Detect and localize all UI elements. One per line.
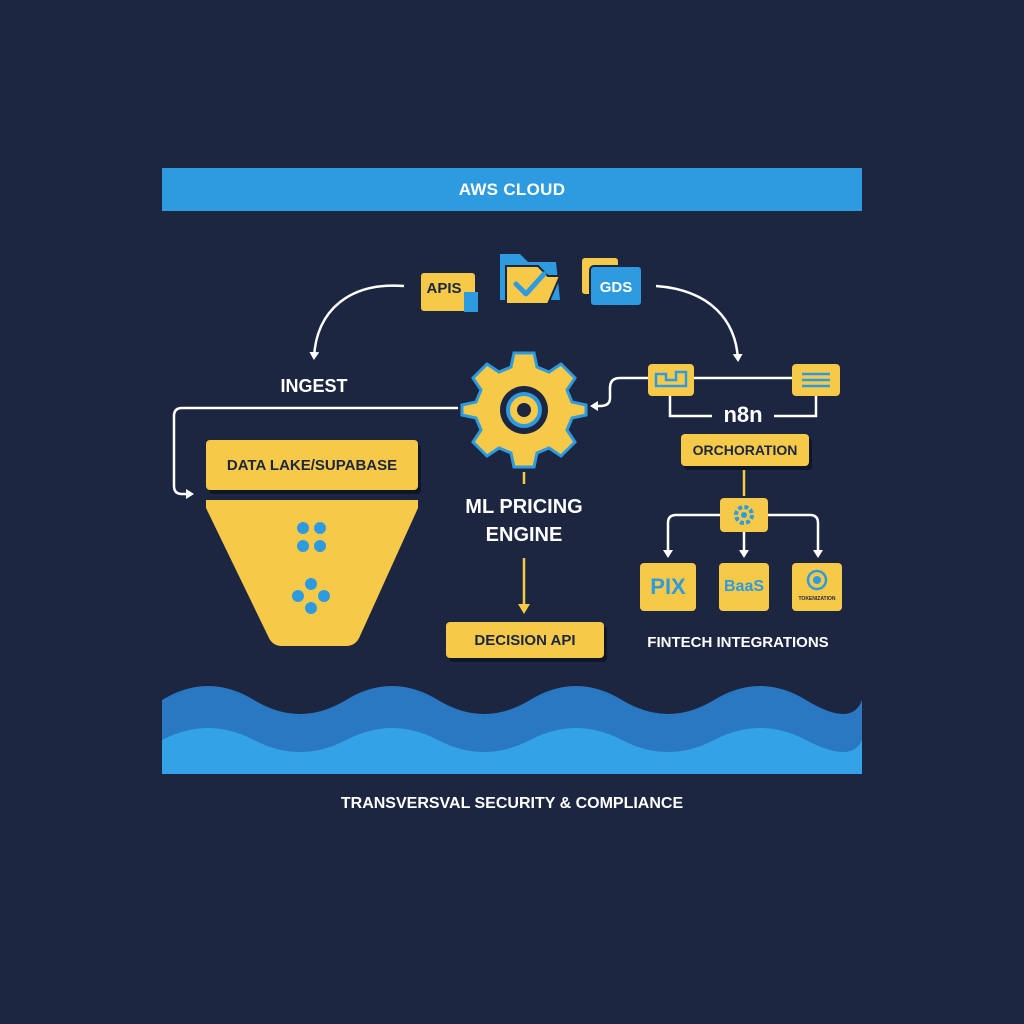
aws-cloud-label: AWS CLOUD xyxy=(458,179,566,199)
orchestration-box: ORCHORATION xyxy=(681,434,809,466)
gds-label: GDS xyxy=(599,279,633,296)
check-folder-icon xyxy=(500,254,562,305)
data-dots-icon-bottom xyxy=(292,578,330,614)
orchestration-gear-icon xyxy=(720,498,768,532)
tokenization-label: TOKENIZATION xyxy=(798,596,836,602)
apis-to-ingest-arrow xyxy=(309,284,405,360)
gds-icon xyxy=(582,258,643,307)
n8n-node-left-icon xyxy=(648,364,694,396)
apis-label: APIS xyxy=(426,280,462,297)
pix-label: PIX xyxy=(650,574,686,599)
fintech-integrations-label: FINTECH INTEGRATIONS xyxy=(647,634,829,651)
apis-icon xyxy=(419,271,478,313)
pix-tile xyxy=(640,563,696,611)
ingest-loop-arrow xyxy=(172,406,458,499)
n8n-label: n8n xyxy=(723,402,763,427)
baas-label: BaaS xyxy=(723,578,765,595)
branch-to-tokenization-arrow xyxy=(768,513,823,558)
engine-title-line1: ML PRICING xyxy=(465,496,583,518)
ingest-label: INGEST xyxy=(280,376,348,396)
branch-to-pix-arrow xyxy=(663,513,720,558)
data-lake-label: DATA LAKE/SUPABASE xyxy=(206,440,418,490)
gear-icon xyxy=(460,351,588,469)
security-compliance-label: TRANSVERSVAL SECURITY & COMPLIANCE xyxy=(340,795,684,812)
aws-cloud-banner xyxy=(162,168,862,211)
gds-to-n8n-arrow xyxy=(655,284,743,362)
data-dots-icon-top xyxy=(297,522,326,552)
security-wave-front xyxy=(162,728,862,774)
tokenization-tile xyxy=(792,563,842,611)
decision-api-box: DECISION API xyxy=(446,622,604,658)
n8n-node-right-icon xyxy=(792,364,840,396)
n8n-to-engine-arrow xyxy=(590,376,650,411)
baas-tile xyxy=(719,563,769,611)
engine-title-line2: ENGINE xyxy=(485,524,563,546)
data-lake-funnel xyxy=(206,500,418,646)
